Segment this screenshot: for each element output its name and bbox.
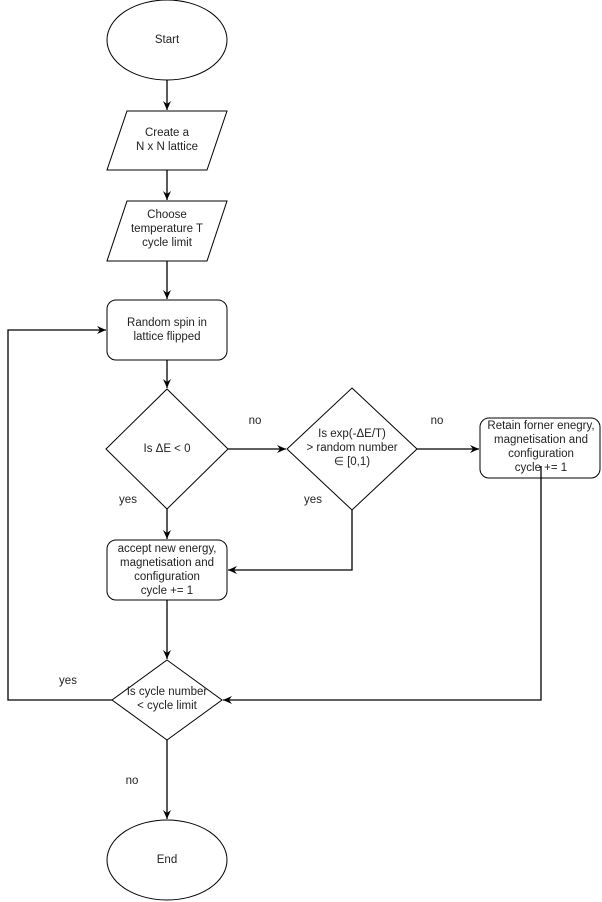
cycle-label: Is cycle number < cycle limit — [126, 686, 208, 712]
create-lattice-io — [106, 110, 228, 171]
create-lattice-label: Create a N x N lattice — [136, 127, 198, 153]
boltz-yes-label: yes — [304, 494, 322, 506]
end-label: End — [156, 854, 178, 866]
choose-params-label: Choose temperature T cycle limit — [130, 209, 204, 249]
start-label: Start — [154, 34, 180, 46]
edge-retain-to-cycle — [223, 466, 542, 704]
end-terminal — [106, 819, 228, 901]
cycle-no-label: no — [125, 775, 139, 787]
retain-process — [479, 417, 601, 479]
retain-label: Retain forner enegry, magnetisation and … — [487, 420, 595, 474]
delta-e-label: Is ΔE < 0 — [143, 443, 191, 455]
boltz-no-label: no — [430, 415, 444, 427]
delta-no-label: no — [248, 415, 262, 427]
cycle-yes-label: yes — [59, 675, 77, 687]
accept-label: accept new energy, magnetisation and con… — [117, 543, 217, 597]
delta-yes-label: yes — [119, 494, 137, 506]
edge-boltz-yes — [228, 510, 353, 574]
flip-spin-label: Random spin in lattice flipped — [127, 317, 207, 343]
edge-cycle-yes-loop — [7, 326, 112, 701]
choose-params-io — [106, 200, 228, 262]
boltzmann-label: Is exp(-ΔE/T) > random number ∈ [0,1) — [306, 428, 398, 468]
